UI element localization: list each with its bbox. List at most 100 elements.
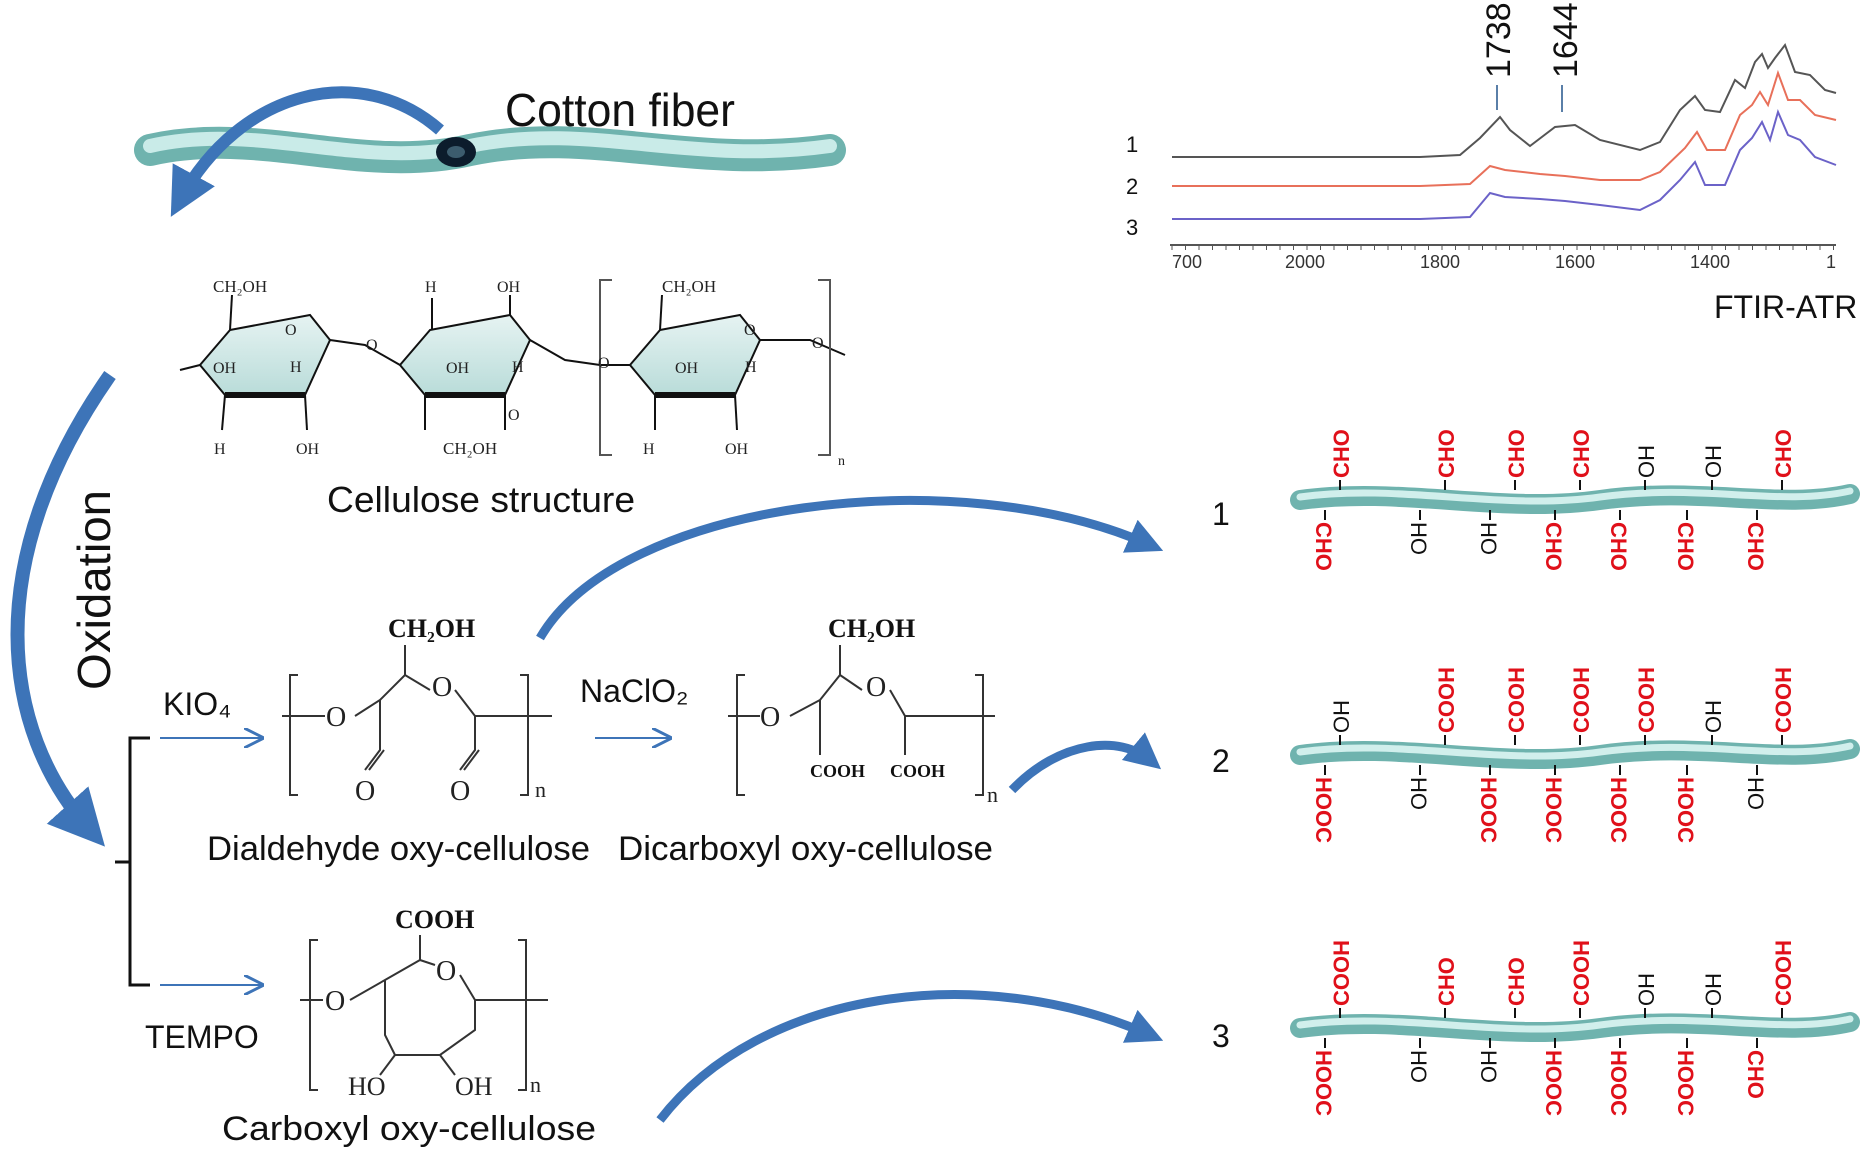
repeat-n-1: n — [838, 454, 845, 469]
branch-bracket — [115, 736, 150, 987]
zoom-arrow — [170, 86, 444, 217]
chain-2-bottom-group: HO — [1406, 777, 1431, 810]
tick-700: 700 — [1172, 252, 1202, 272]
dicarboxyl-cooh-1: COOH — [810, 761, 865, 781]
glycosidic-oxygen-2: O — [598, 355, 610, 372]
chain-2-top-group: COOH — [1634, 667, 1659, 733]
oh-label-6: OH — [725, 441, 749, 458]
chain-2-top-group: OH — [1329, 700, 1354, 733]
chain-3-bottom-group: HO — [1406, 1050, 1431, 1083]
chain-3-bottom-group: CHO — [1743, 1050, 1768, 1099]
oh-label-1: OH — [213, 360, 237, 377]
ftir-atr-label: FTIR-ATR — [1714, 289, 1857, 325]
cellulose-structure-label: Cellulose structure — [327, 479, 635, 520]
chain-fiber-highlight-3 — [1296, 1015, 1854, 1033]
dialdehyde-label: Dialdehyde oxy-cellulose — [207, 830, 590, 868]
chain-2-bottom-group: HOOC — [1541, 777, 1566, 843]
chain-2-bottom-group: HOOC — [1311, 777, 1336, 843]
h-label-2: H — [214, 441, 226, 458]
carboxyl-cooh: COOH — [395, 905, 474, 934]
ftir-minor-ticks — [1171, 245, 1834, 250]
oh-label-5: OH — [675, 360, 699, 377]
tick-end: 1 — [1826, 252, 1836, 272]
chain-2-top-group: OH — [1701, 700, 1726, 733]
row-number-1: 1 — [1212, 496, 1230, 532]
carboxyl-ho: HO — [348, 1072, 386, 1101]
fiber-cross-section-core — [447, 146, 465, 158]
chain-1-bottom-group: CHO — [1311, 522, 1336, 571]
kio4-label: KIO₄ — [163, 686, 231, 722]
ch2oh-label-1: CH₂OH — [213, 277, 267, 296]
dialdehyde-o-1: O — [326, 702, 346, 733]
chain-1-bottom-group: CHO — [1541, 522, 1566, 571]
chain-1-top-group: OH — [1634, 445, 1659, 478]
product-arrow-2 — [1008, 732, 1162, 794]
carboxyl-o-1: O — [325, 986, 345, 1017]
tick-1800: 1800 — [1420, 252, 1460, 272]
dicarboxyl-o-2: O — [866, 672, 886, 703]
carboxyl-n: n — [530, 1072, 541, 1097]
oxidized-chains: CHO CHO CHO CHO OH OH CHO CHO HO HO CHO CHO CHO CHO OH… — [1290, 429, 1860, 1116]
dicarboxyl-structure — [728, 645, 995, 796]
chain-1-top-group: CHO — [1569, 429, 1594, 478]
chain-1-bottom-group: CHO — [1743, 522, 1768, 571]
ring-oxygen-3: O — [744, 322, 756, 339]
peak-label-1644: 1644 — [1547, 2, 1585, 78]
chain-3-top-group: CHO — [1434, 957, 1459, 1006]
chain-1-bottom-group: CHO — [1673, 522, 1698, 571]
dicarboxyl-o-1: O — [760, 702, 780, 733]
chain-3-top-group: COOH — [1771, 940, 1796, 1006]
chain-3-top-group: COOH — [1569, 940, 1594, 1006]
chain-2-top-group: COOH — [1434, 667, 1459, 733]
dialdehyde-ch2oh: CH₂OH — [388, 614, 475, 643]
spectrum-3 — [1172, 109, 1837, 220]
ring-oxygen-2: O — [508, 407, 520, 424]
ftir-spectra: 1738 1644 1 2 3 700 2000 1800 1600 1400 … — [1126, 2, 1857, 325]
chain-2-top-group: COOH — [1569, 667, 1594, 733]
chain-2-bottom-group: HOOC — [1476, 777, 1501, 843]
chain-1-top-group: OH — [1701, 445, 1726, 478]
chain-1-top-group: CHO — [1771, 429, 1796, 478]
dicarboxyl-ch2oh: CH₂OH — [828, 614, 915, 643]
chain-2-bottom-group: HO — [1743, 777, 1768, 810]
dialdehyde-o-3: O — [355, 776, 375, 807]
spectrum-1 — [1172, 42, 1837, 158]
spectrum-label-1: 1 — [1126, 132, 1138, 157]
chain-1-bottom-group: HO — [1476, 522, 1501, 555]
dicarboxyl-n: n — [987, 782, 998, 807]
cotton-fiber-label: Cotton fiber — [505, 84, 735, 136]
chain-3-bottom-group: HOOC — [1673, 1050, 1698, 1116]
dialdehyde-o-2: O — [432, 672, 452, 703]
cellulose-atom-labels: CH₂OH O OH H OH H O H OH OH H O CH₂OH O … — [213, 277, 845, 469]
chain-3-top-group: COOH — [1329, 940, 1354, 1006]
carboxyl-oh: OH — [455, 1072, 493, 1101]
ring-oxygen-1: O — [285, 322, 297, 339]
chain-3-top-group: OH — [1634, 973, 1659, 1006]
oxidation-arrow — [10, 370, 116, 847]
spectrum-label-3: 3 — [1126, 215, 1138, 240]
carboxyl-structure — [300, 935, 548, 1091]
spectrum-label-2: 2 — [1126, 174, 1138, 199]
chain-3-top-group: CHO — [1504, 957, 1529, 1006]
chain-3-bottom-group: HOOC — [1606, 1050, 1631, 1116]
chain-1-top-group: CHO — [1434, 429, 1459, 478]
chain-1-bottom-group: CHO — [1606, 522, 1631, 571]
dialdehyde-o-4: O — [450, 776, 470, 807]
tick-1400: 1400 — [1690, 252, 1730, 272]
row-number-2: 2 — [1212, 743, 1230, 779]
chain-1-top-group: CHO — [1329, 429, 1354, 478]
dicarboxyl-label: Dicarboxyl oxy-cellulose — [618, 830, 993, 868]
ch2oh-label-2: CH₂OH — [443, 439, 497, 458]
oh-label-4: OH — [446, 360, 470, 377]
chain-fiber-highlight-1 — [1296, 487, 1854, 505]
oxidation-label: Oxidation — [68, 490, 120, 690]
chain-2-bottom-group: HOOC — [1673, 777, 1698, 843]
dialdehyde-structure — [282, 645, 552, 796]
glycosidic-oxygen-1: O — [366, 337, 378, 354]
h-label-5: H — [745, 359, 757, 376]
tick-2000: 2000 — [1285, 252, 1325, 272]
chain-3-bottom-group: HO — [1476, 1050, 1501, 1083]
chain-3-top-group: OH — [1701, 973, 1726, 1006]
tick-1600: 1600 — [1555, 252, 1595, 272]
